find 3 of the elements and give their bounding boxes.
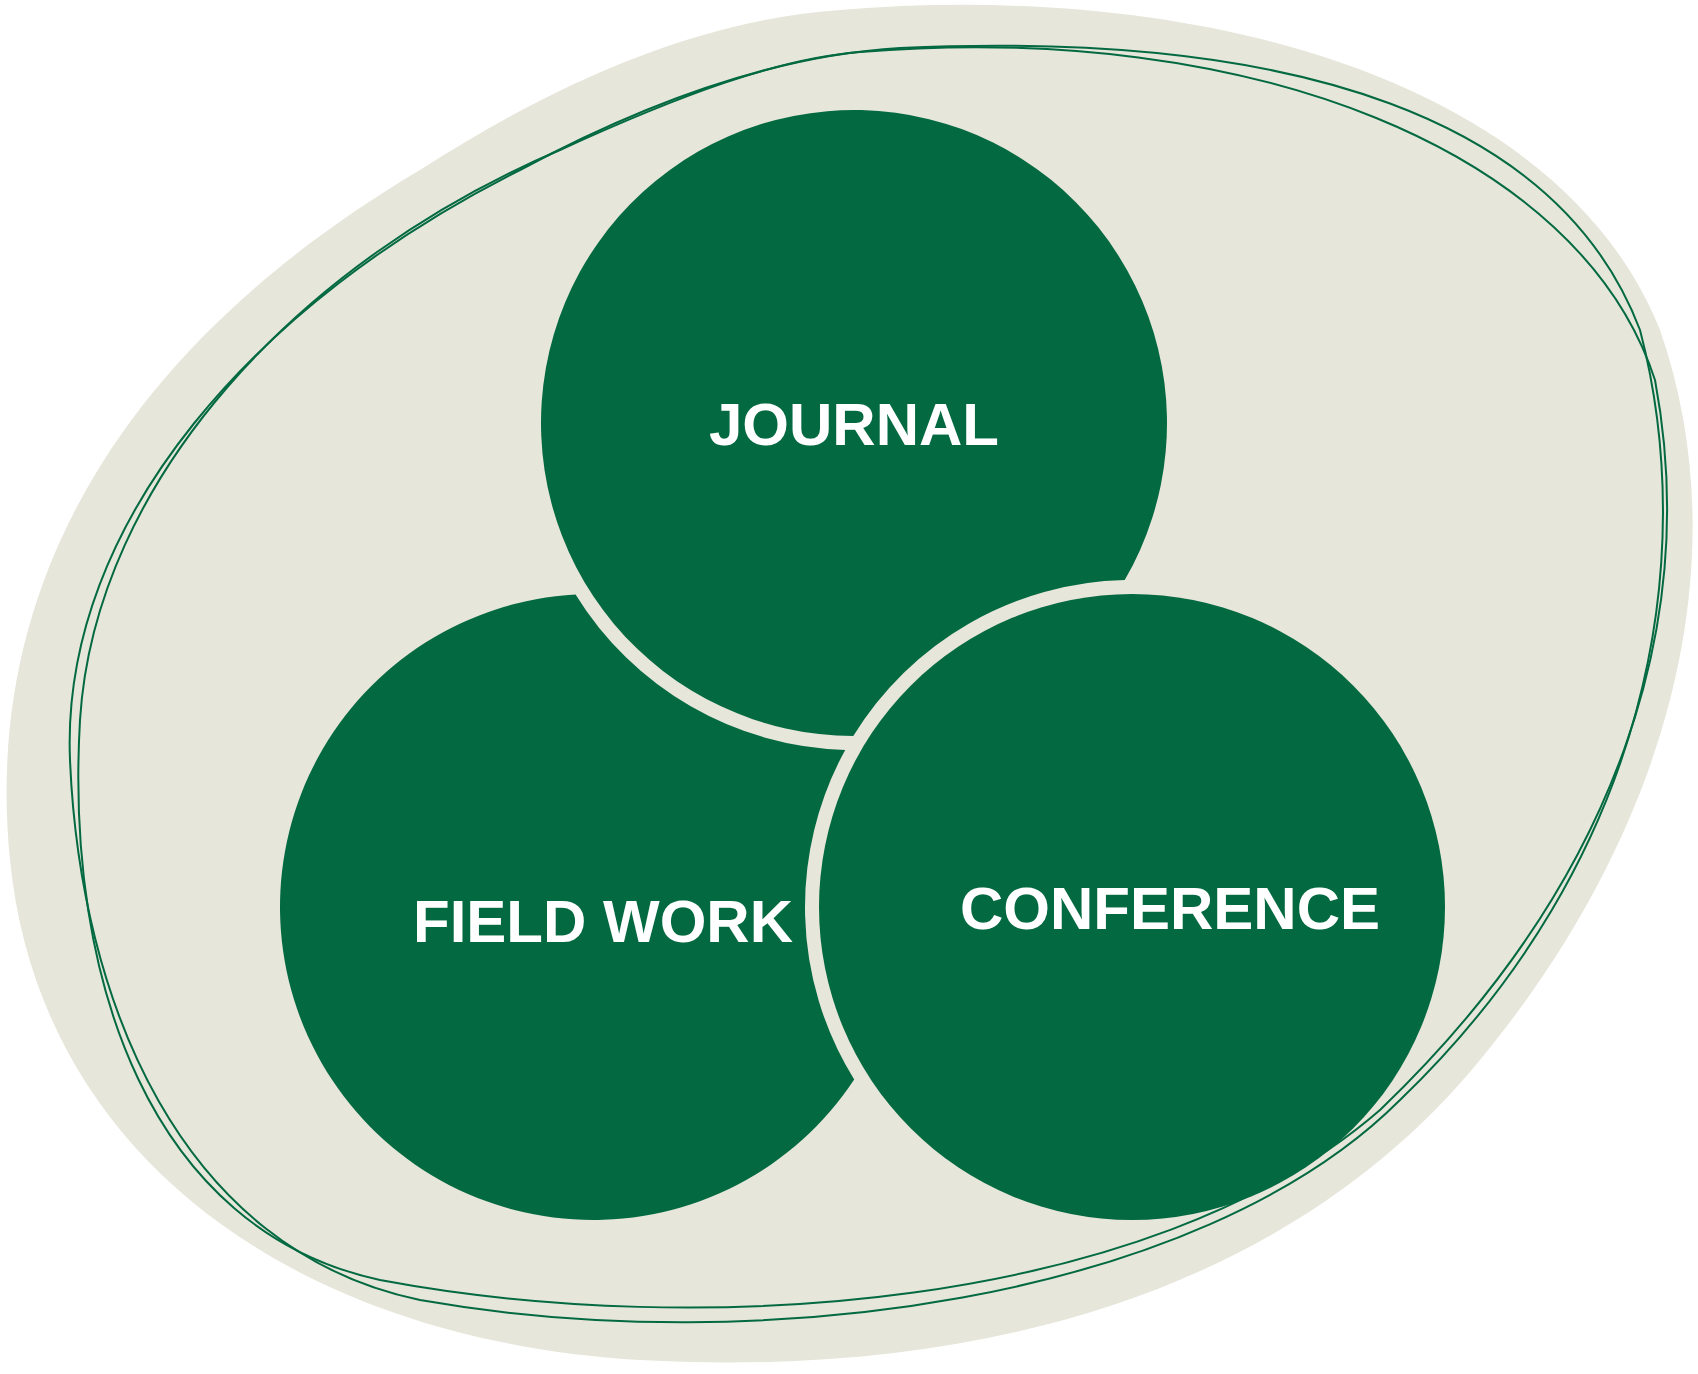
circle-label: JOURNAL <box>709 391 999 458</box>
circle-label: CONFERENCE <box>960 875 1380 942</box>
circle-label: FIELD WORK <box>413 888 793 955</box>
